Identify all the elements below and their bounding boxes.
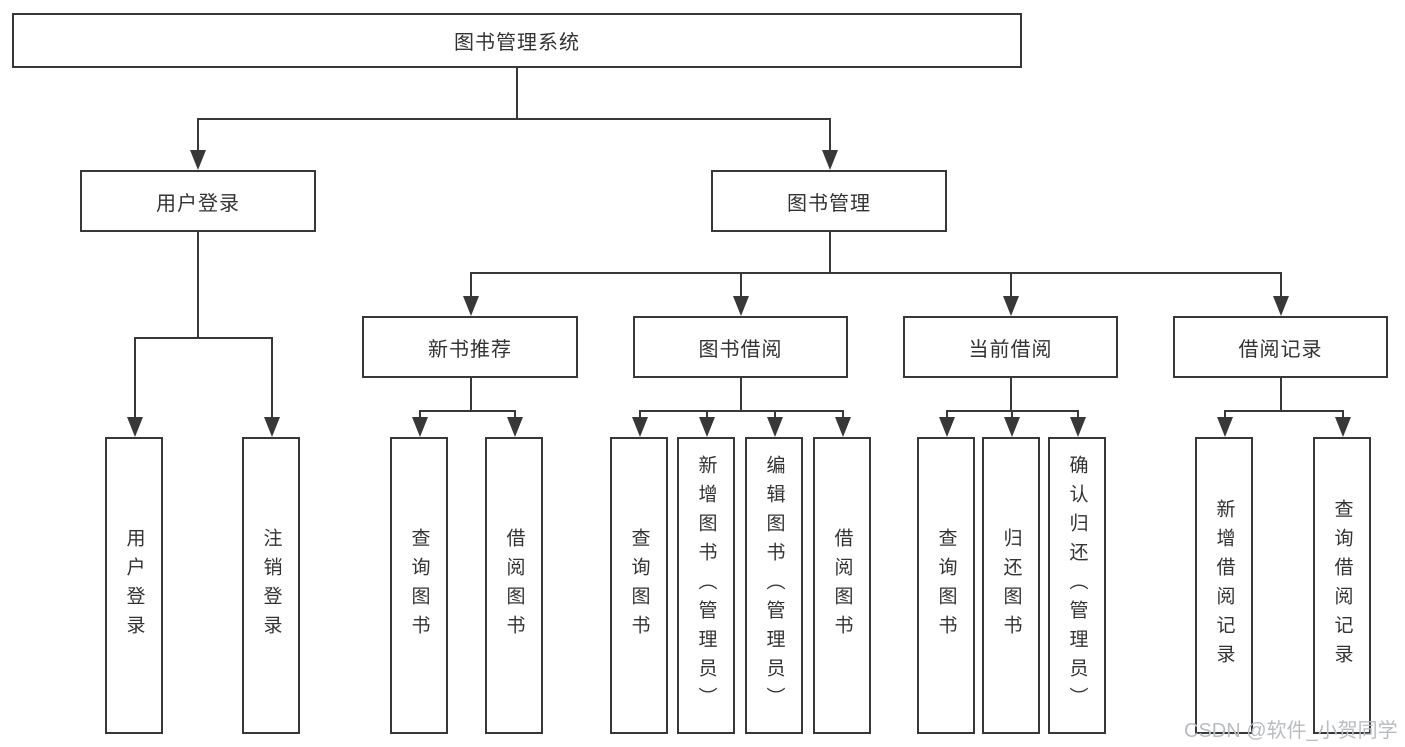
connector-down xyxy=(1280,378,1282,410)
connector-leaf-stem xyxy=(1011,410,1013,419)
arrow-to-leaf xyxy=(767,417,783,437)
node-label: 用户登录 xyxy=(123,527,145,644)
arrow-to-leaf xyxy=(1217,417,1233,437)
connector-leaf-stem xyxy=(134,337,136,419)
leaf-user-login: 用户登录 xyxy=(105,437,163,734)
node-label: 当前借阅 xyxy=(968,338,1053,361)
connector-level3-stem xyxy=(1280,272,1282,298)
node-new-book-recommend: 新书推荐 xyxy=(362,316,578,378)
leaf-add-borrow-record: 新增借阅记录 xyxy=(1195,437,1253,734)
connector-book-mgmt-down xyxy=(829,232,831,272)
connector-user-login-down xyxy=(197,232,199,337)
connector-down xyxy=(1010,378,1012,410)
connector-leaf-stem xyxy=(419,410,421,419)
connector-level3-stem xyxy=(740,272,742,298)
node-label: 新书推荐 xyxy=(428,338,512,361)
node-label: 查询图书 xyxy=(628,527,650,644)
connector-rail xyxy=(419,410,516,412)
node-label: 编辑图书（管理员） xyxy=(763,455,785,716)
connector-leaf-stem xyxy=(271,337,273,419)
connector-root-rail xyxy=(197,118,831,120)
node-label: 借阅图书 xyxy=(831,527,853,644)
node-label: 用户登录 xyxy=(156,192,240,215)
connector-rail xyxy=(1224,410,1343,412)
node-label: 查询借阅记录 xyxy=(1331,498,1353,673)
node-book-management: 图书管理 xyxy=(711,170,947,232)
node-library-management-system: 图书管理系统 xyxy=(12,13,1022,68)
leaf-borrow-books-recommend: 借阅图书 xyxy=(485,437,543,734)
arrow-to-user-login xyxy=(190,150,206,170)
node-label: 新增借阅记录 xyxy=(1213,498,1235,673)
connector-leaf-stem xyxy=(639,410,641,419)
leaf-query-books-borrow: 查询图书 xyxy=(610,437,668,734)
leaf-query-borrow-record: 查询借阅记录 xyxy=(1313,437,1371,734)
connector-book-mgmt-stem xyxy=(829,118,831,152)
node-label: 借阅图书 xyxy=(503,527,525,644)
arrow-to-leaf xyxy=(1070,417,1086,437)
node-current-borrow: 当前借阅 xyxy=(903,316,1118,378)
leaf-edit-books-admin: 编辑图书（管理员） xyxy=(745,437,803,734)
connector-leaf-stem xyxy=(706,410,708,419)
arrow-to-leaf-user-login xyxy=(127,417,143,437)
arrow-to-leaf xyxy=(939,417,955,437)
arrow-to-book-borrow xyxy=(733,296,749,316)
connector-root-stem xyxy=(516,68,518,118)
arrow-to-leaf xyxy=(699,417,715,437)
connector-book-mgmt-rail xyxy=(470,272,1282,274)
node-label: 图书借阅 xyxy=(698,338,783,361)
connector-leaf-stem xyxy=(1224,410,1226,419)
connector-user-login-stem xyxy=(197,118,199,152)
arrow-to-leaf xyxy=(1335,417,1351,437)
connector-down xyxy=(740,378,742,410)
arrow-to-new-book-recommend xyxy=(463,296,479,316)
arrow-to-leaf xyxy=(835,417,851,437)
arrow-to-leaf xyxy=(507,417,523,437)
node-label: 确认归还（管理员） xyxy=(1066,455,1088,716)
connector-level3-stem xyxy=(1010,272,1012,298)
leaf-confirm-return-admin: 确认归还（管理员） xyxy=(1048,437,1106,734)
node-label: 借阅记录 xyxy=(1238,338,1323,361)
node-label: 新增图书（管理员） xyxy=(695,455,717,716)
csdn-watermark: CSDN @软件_小贺同学 xyxy=(1184,720,1398,742)
connector-leaf-stem xyxy=(774,410,776,419)
connector-leaf-stem xyxy=(1342,410,1344,419)
connector-leaf-stem xyxy=(842,410,844,419)
node-label: 图书管理 xyxy=(787,192,871,215)
arrow-to-leaf xyxy=(632,417,648,437)
node-label: 归还图书 xyxy=(1000,527,1022,644)
connector-down xyxy=(470,378,472,410)
node-label: 图书管理系统 xyxy=(454,32,580,54)
arrow-to-borrow-records xyxy=(1273,296,1289,316)
node-label: 查询图书 xyxy=(935,527,957,644)
leaf-logout: 注销登录 xyxy=(242,437,300,734)
arrow-to-current-borrow xyxy=(1003,296,1019,316)
node-label: 注销登录 xyxy=(260,527,282,644)
connector-user-login-rail xyxy=(134,337,273,339)
leaf-return-books: 归还图书 xyxy=(982,437,1040,734)
leaf-borrow-books: 借阅图书 xyxy=(813,437,871,734)
leaf-add-books-admin: 新增图书（管理员） xyxy=(677,437,735,734)
arrow-to-book-management xyxy=(822,150,838,170)
node-user-login: 用户登录 xyxy=(80,170,316,232)
connector-leaf-stem xyxy=(1077,410,1079,419)
node-borrow-records: 借阅记录 xyxy=(1173,316,1388,378)
connector-rail xyxy=(639,410,843,412)
connector-leaf-stem xyxy=(946,410,948,419)
connector-level3-stem xyxy=(470,272,472,298)
arrow-to-leaf-logout xyxy=(264,417,280,437)
leaf-query-books-current: 查询图书 xyxy=(917,437,975,734)
node-label: 查询图书 xyxy=(408,527,430,644)
node-book-borrow: 图书借阅 xyxy=(633,316,848,378)
connector-leaf-stem xyxy=(514,410,516,419)
arrow-to-leaf xyxy=(412,417,428,437)
leaf-query-books-recommend: 查询图书 xyxy=(390,437,448,734)
arrow-to-leaf xyxy=(1004,417,1020,437)
